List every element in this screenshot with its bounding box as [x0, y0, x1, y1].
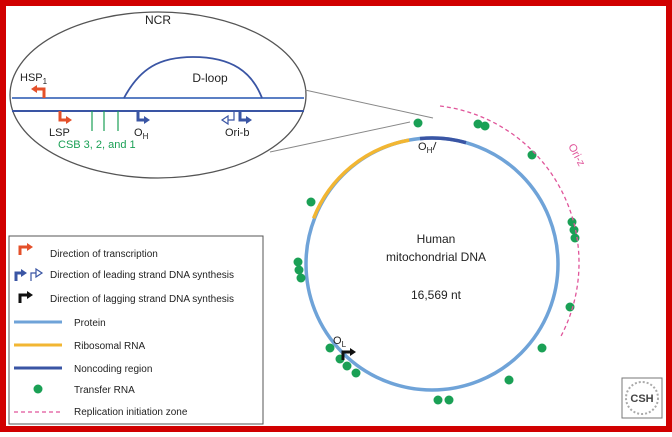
- csh-logo: CSH: [621, 377, 663, 419]
- center-line2: mitochondrial DNA: [386, 250, 486, 264]
- trna-dot: [444, 395, 454, 405]
- legend-label-transcription: Direction of transcription: [50, 249, 158, 260]
- trna-dot: [480, 121, 490, 131]
- oh-inset-arrow-icon: [136, 111, 150, 124]
- ori-b-label: Ori-b: [225, 127, 249, 139]
- trna-dot: [325, 343, 335, 353]
- lsp-arrow-icon: [58, 111, 72, 124]
- ncr-inset: NCR D-loop HSP1 LSP CSB 3, 2, and 1 OH: [9, 11, 434, 179]
- noncoding-region-arc: [419, 136, 467, 145]
- trna-dot: [433, 395, 443, 405]
- legend-label-protein: Protein: [74, 318, 106, 329]
- ol-label: OL: [333, 335, 347, 349]
- logo-text: CSH: [630, 393, 653, 405]
- csb-label: CSB 3, 2, and 1: [58, 139, 136, 151]
- legend-leading-strand-icon: [14, 267, 44, 281]
- legend-lagging-strand-icon: [18, 291, 33, 303]
- trna-dot: [504, 375, 514, 385]
- trna-dot: [473, 119, 483, 129]
- trna-dots: [293, 118, 580, 405]
- legend-transcription-icon: [18, 243, 33, 255]
- trna-dot: [569, 225, 579, 235]
- logo-ring: [625, 381, 659, 415]
- d-loop-strand: [123, 56, 263, 99]
- trna-dot: [306, 197, 316, 207]
- legend-label-noncoding: Noncoding region: [74, 364, 152, 375]
- trna-dot: [296, 273, 306, 283]
- trna-dot: [413, 118, 423, 128]
- zoom-line-top: [304, 89, 434, 119]
- hsp1-arrow-icon: [31, 85, 46, 98]
- legend-label-trna: Transfer RNA: [74, 385, 135, 396]
- lsp-label: LSP: [49, 127, 70, 139]
- ncr-ellipse: [9, 11, 307, 179]
- legend-label-leading: Direction of leading strand DNA synthesi…: [50, 270, 234, 281]
- trna-dot: [537, 343, 547, 353]
- ori-b-arrows-icon: [220, 111, 252, 126]
- center-line1: Human: [417, 232, 456, 246]
- legend: Direction of transcription Direction of …: [8, 235, 264, 425]
- ribosomal-rna-arc: [311, 138, 410, 219]
- ol-lagging-arrow-icon: [341, 348, 356, 360]
- legend-label-initiation: Replication initiation zone: [74, 407, 188, 418]
- trna-dot: [351, 368, 361, 378]
- genome-size: 16,569 nt: [411, 288, 462, 302]
- trna-dot: [570, 233, 580, 243]
- trna-dot: [527, 150, 537, 160]
- ncr-title: NCR: [145, 13, 171, 27]
- trna-dot: [342, 361, 352, 371]
- oh-inset-label: OH: [134, 127, 149, 141]
- zoom-line-bottom: [269, 121, 411, 153]
- logo-frame: [621, 377, 663, 419]
- ori-z-label: Ori-z: [565, 142, 587, 169]
- hsp1-label: HSP1: [20, 72, 48, 86]
- legend-label-lagging: Direction of lagging strand DNA synthesi…: [50, 294, 234, 305]
- legend-box: [8, 235, 264, 425]
- mtdna-circle: OH OL Ori-z Human mitochondrial DNA 16,5…: [293, 105, 587, 405]
- legend-trna-dot-icon: [33, 384, 43, 394]
- trna-dot: [567, 217, 577, 227]
- trna-dot: [294, 265, 304, 275]
- trna-dot: [293, 257, 303, 267]
- oh-label: OH: [418, 141, 433, 155]
- replication-initiation-zone-arc: [439, 105, 580, 339]
- legend-label-rrna: Ribosomal RNA: [74, 341, 145, 352]
- d-loop-label: D-loop: [192, 71, 228, 85]
- oh-tick: [432, 141, 437, 151]
